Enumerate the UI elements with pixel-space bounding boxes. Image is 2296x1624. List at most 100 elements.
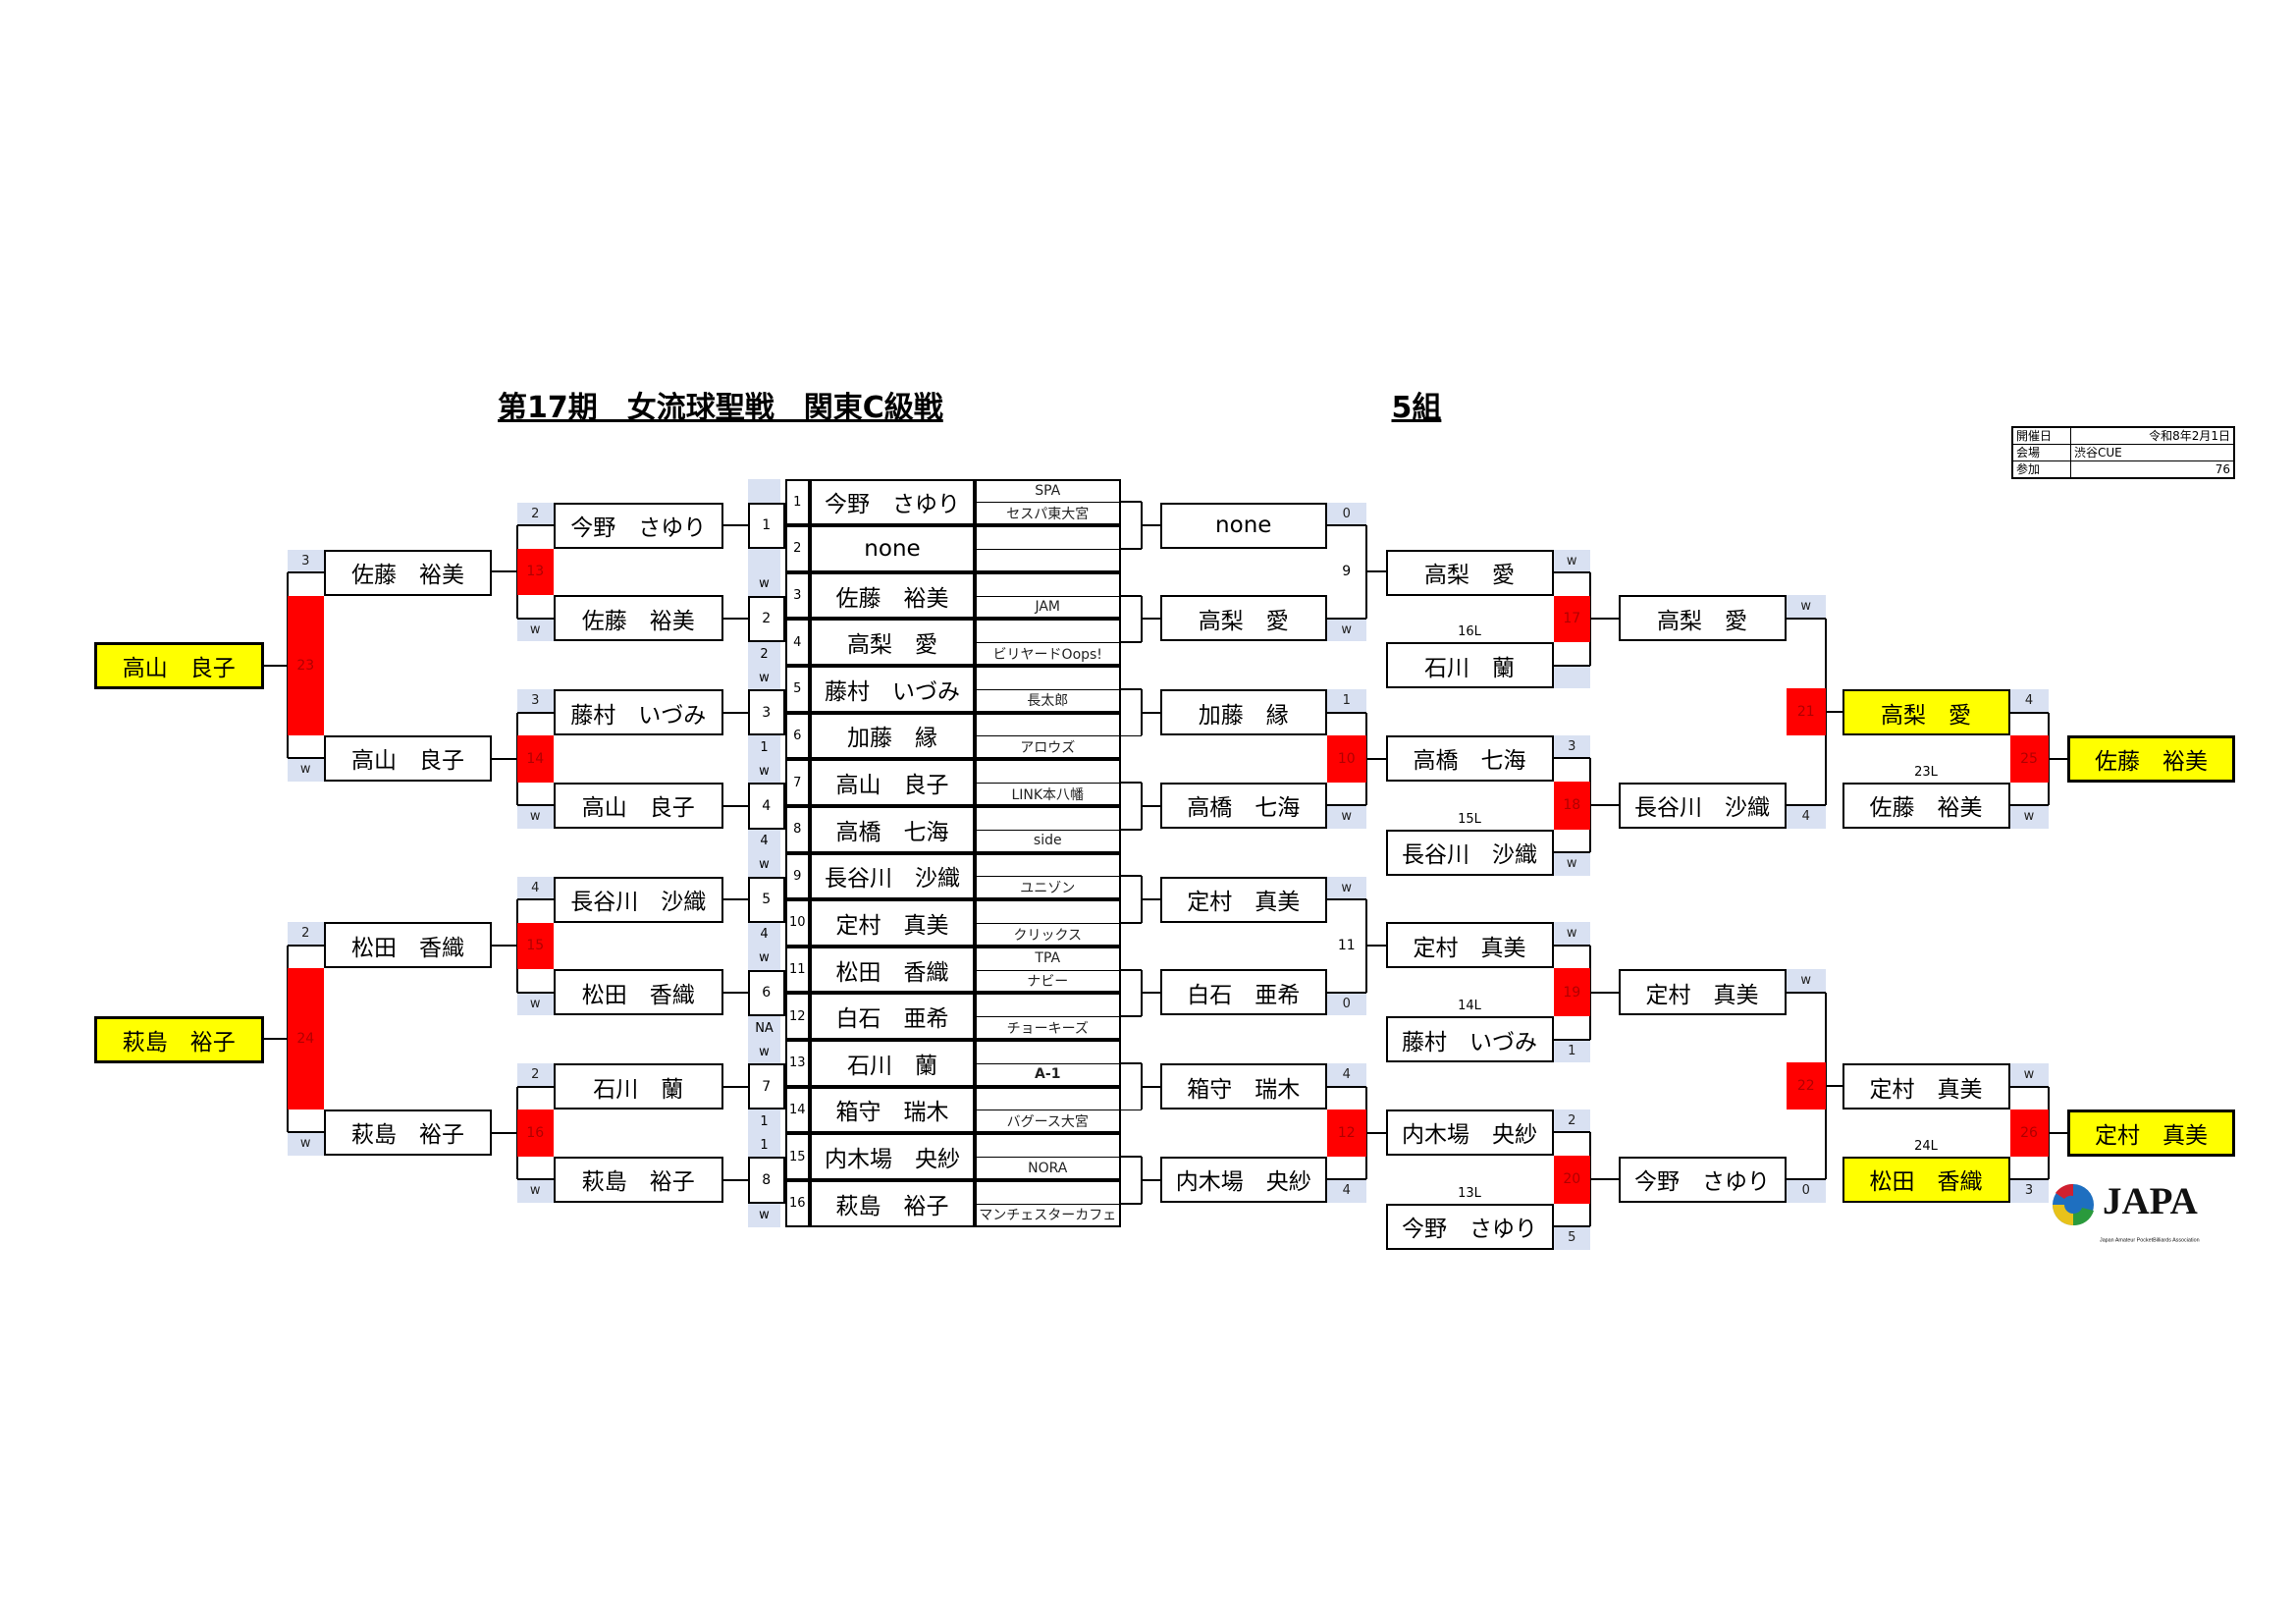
player-box[interactable]: 松田 香織 (1842, 1156, 2010, 1203)
match-score: w (759, 1208, 770, 1222)
player-box[interactable]: 高山 良子 (324, 734, 492, 782)
entry-name[interactable]: 高山 良子 (810, 759, 975, 806)
match-number-red: 10 (1326, 735, 1366, 783)
winner-box[interactable]: 定村 真美 (2067, 1109, 2235, 1157)
winner-box[interactable]: 萩島 裕子 (94, 1016, 264, 1063)
club-top (977, 1135, 1120, 1157)
entry-name[interactable]: 松田 香織 (810, 946, 975, 994)
player-box[interactable]: none (1160, 502, 1327, 549)
connector-line (1590, 991, 1619, 994)
player-box[interactable]: 内木場 央紗 (1385, 1109, 1554, 1156)
player-box[interactable]: 高梨 愛 (1842, 689, 2010, 736)
player-box[interactable]: 今野 さゆり (1385, 1203, 1554, 1250)
player-box[interactable]: 藤村 いづみ (1385, 1016, 1554, 1063)
player-box[interactable]: 高梨 愛 (1160, 595, 1327, 642)
connector-line (1590, 618, 1619, 621)
entry-name[interactable]: 佐藤 裕美 (810, 571, 975, 620)
player-box[interactable]: 藤村 いづみ (554, 689, 723, 736)
player-box[interactable]: 定村 真美 (1618, 969, 1787, 1016)
player-box[interactable]: 高橋 七海 (1385, 734, 1554, 782)
connector-line (1326, 711, 1366, 714)
match-number-box: 1 (748, 502, 785, 549)
connector-line (516, 524, 554, 527)
connector-line (1553, 571, 1590, 574)
entry-number: 10 (784, 899, 810, 947)
connector-line (287, 757, 324, 760)
player-box[interactable]: 定村 真美 (1842, 1063, 2010, 1110)
match-number-box: 6 (748, 969, 785, 1016)
entry-name[interactable]: 萩島 裕子 (810, 1179, 975, 1227)
player-box[interactable]: 佐藤 裕美 (554, 595, 723, 642)
score-cell: 1 (1553, 1039, 1590, 1063)
player-box[interactable]: 定村 真美 (1160, 876, 1327, 923)
entry-name[interactable]: 加藤 縁 (810, 712, 975, 760)
connector-line (1120, 501, 1142, 504)
player-box[interactable]: 今野 さゆり (554, 502, 723, 549)
entry-name[interactable]: 長谷川 沙織 (810, 852, 975, 900)
player-box[interactable]: 加藤 縁 (1160, 689, 1327, 736)
connector-line (516, 1178, 554, 1181)
connector-line (516, 804, 554, 807)
player-box[interactable]: 萩島 裕子 (324, 1109, 492, 1156)
match-score: 1 (760, 1137, 769, 1153)
connector-line (2009, 1085, 2049, 1088)
player-box[interactable]: 今野 さゆり (1618, 1156, 1787, 1203)
entry-number: 16 (784, 1179, 810, 1227)
entry-name[interactable]: none (810, 525, 975, 572)
connector-line (1120, 875, 1142, 878)
match-number-red: 22 (1786, 1062, 1826, 1110)
player-box[interactable]: 石川 蘭 (1385, 642, 1554, 689)
player-box[interactable]: 定村 真美 (1385, 922, 1554, 969)
entry-name[interactable]: 高橋 七海 (810, 805, 975, 853)
match-number-red: 13 (516, 548, 554, 595)
score-cell: 0 (1786, 1179, 1826, 1203)
winner-box[interactable]: 佐藤 裕美 (2067, 734, 2235, 783)
match-number-red: 24 (287, 968, 324, 1110)
entry-name[interactable]: 高梨 愛 (810, 619, 975, 666)
match-score: 4 (760, 834, 769, 848)
winner-box[interactable]: 高山 良子 (94, 642, 264, 689)
score-cell: w (2009, 1063, 2049, 1087)
player-box[interactable]: 松田 香織 (554, 969, 723, 1016)
player-box[interactable]: 白石 亜希 (1160, 969, 1327, 1016)
player-box[interactable]: 佐藤 裕美 (324, 549, 492, 596)
score-cell: 4 (2009, 689, 2049, 713)
player-box[interactable]: 高橋 七海 (1160, 782, 1327, 829)
score-cell: w (516, 618, 554, 642)
match-number-red: 19 (1553, 968, 1590, 1016)
player-box[interactable]: 石川 蘭 (554, 1063, 723, 1110)
match-score: 4 (760, 927, 769, 943)
player-box[interactable]: 高山 良子 (554, 782, 723, 829)
player-box[interactable]: 佐藤 裕美 (1842, 782, 2010, 829)
match-number-red: 16 (516, 1110, 554, 1157)
connector-line (1553, 1038, 1590, 1041)
player-box[interactable]: 箱守 瑞木 (1160, 1063, 1327, 1110)
player-box[interactable]: 松田 香織 (324, 922, 492, 969)
entry-name[interactable]: 箱守 瑞木 (810, 1086, 975, 1134)
match-number-red: 18 (1553, 781, 1590, 830)
connector-line (722, 992, 748, 995)
entry-name[interactable]: 定村 真美 (810, 899, 975, 947)
score-cell: 3 (287, 549, 324, 573)
entry-name[interactable]: 白石 亜希 (810, 993, 975, 1040)
player-box[interactable]: 長谷川 沙織 (554, 876, 723, 923)
player-box[interactable]: 内木場 央紗 (1160, 1156, 1327, 1203)
match-score (748, 549, 780, 572)
connector-line (516, 898, 554, 901)
score-cell: w (1326, 805, 1366, 829)
player-box[interactable]: 萩島 裕子 (554, 1156, 723, 1203)
entry-name[interactable]: 内木場 央紗 (810, 1133, 975, 1180)
group-label: 5組 (1391, 391, 1442, 425)
entry-name[interactable]: 今野 さゆり (810, 478, 975, 526)
player-box[interactable]: 長谷川 沙織 (1385, 829, 1554, 876)
connector-line (492, 757, 517, 760)
player-box[interactable]: 高梨 愛 (1618, 595, 1787, 642)
entry-name[interactable]: 石川 蘭 (810, 1040, 975, 1087)
player-box[interactable]: 長谷川 沙織 (1618, 782, 1787, 829)
connector-line (492, 945, 517, 947)
entry-name[interactable]: 藤村 いづみ (810, 666, 975, 713)
connector-line (722, 618, 748, 621)
player-box[interactable]: 高梨 愛 (1385, 549, 1554, 596)
connector-line (1326, 1085, 1366, 1088)
connector-line (1120, 734, 1142, 737)
